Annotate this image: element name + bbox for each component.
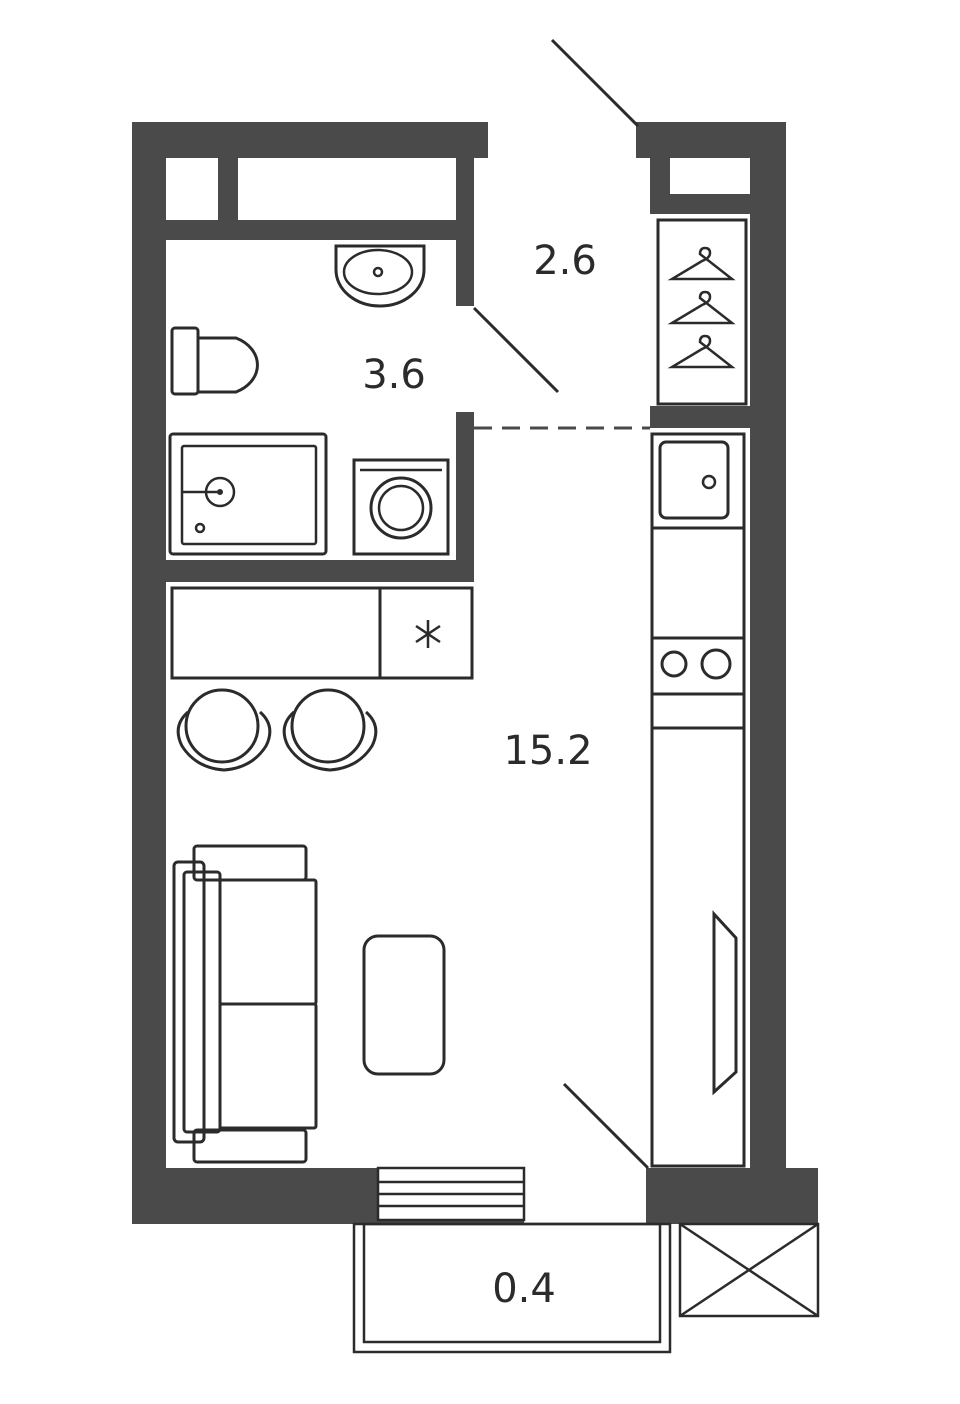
- dining-counter: [170, 586, 474, 680]
- bathroom-door: [472, 306, 560, 394]
- chair-icon: [282, 688, 378, 772]
- hanger-icon: [667, 246, 736, 281]
- wardrobe: [656, 218, 748, 406]
- bathtub-icon: [168, 432, 328, 556]
- washing-machine-icon: [352, 458, 450, 556]
- balcony-door: [562, 1082, 650, 1170]
- bathroom-area-label: 3.6: [362, 352, 426, 398]
- chair-icon: [176, 688, 272, 772]
- toilet-icon: [170, 326, 259, 396]
- kitchen-counter: [650, 432, 746, 1168]
- window: [376, 1166, 526, 1222]
- stove-icon: [660, 648, 732, 680]
- sink-icon: [334, 244, 426, 308]
- tv-icon: [712, 910, 738, 1096]
- hanger-icon: [667, 290, 736, 325]
- sofa-icon: [172, 844, 318, 1164]
- fridge-icon: [415, 620, 441, 648]
- kitchen-sink-icon: [658, 440, 730, 520]
- hallway-area-label: 2.6: [533, 238, 597, 284]
- coffee-table-icon: [362, 934, 446, 1076]
- ventilation-shaft: [678, 1222, 820, 1318]
- walls: [132, 122, 818, 1224]
- hanger-icon: [667, 334, 736, 369]
- balcony-area-label: 0.4: [492, 1266, 556, 1312]
- entrance-door: [550, 38, 640, 128]
- living-area-label: 15.2: [503, 728, 592, 774]
- balcony: [352, 1222, 672, 1354]
